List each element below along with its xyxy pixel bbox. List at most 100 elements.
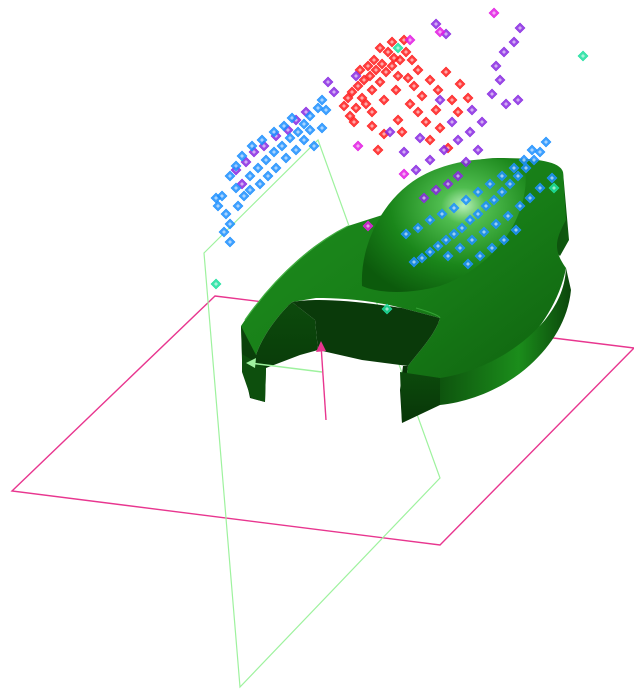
diamond-point-icon [442,250,454,262]
diamond-point-icon [434,122,446,134]
diamond-point-icon [292,126,304,138]
diamond-point-icon [462,92,474,104]
diamond-point-icon [304,110,316,122]
diamond-point-icon [406,54,418,66]
diamond-point-icon [342,92,354,104]
diamond-point-icon [362,220,374,232]
diamond-point-icon [308,140,320,152]
diamond-point-icon [224,218,236,230]
diamond-point-icon [392,42,404,54]
diamond-point-icon [394,54,406,66]
part-left-lip [242,354,266,402]
diamond-point-icon [514,200,526,212]
diamond-point-icon [452,134,464,146]
diamond-point-icon [432,240,444,252]
diamond-point-icon [260,154,272,166]
diamond-point-icon [456,222,468,234]
diamond-point-icon [494,74,506,86]
diamond-point-icon [488,194,500,206]
diamond-point-icon [512,94,524,106]
diamond-point-icon [268,146,280,158]
diamond-point-icon [486,88,498,100]
diamond-point-icon [362,60,374,72]
diamond-point-icon [374,76,386,88]
diamond-point-icon [386,36,398,48]
diamond-point-icon [460,156,472,168]
diamond-point-icon [577,50,589,62]
diamond-point-icon [256,134,268,146]
diamond-point-icon [476,116,488,128]
diamond-point-icon [348,116,360,128]
diamond-point-icon [290,144,302,156]
diamond-point-icon [466,104,478,116]
diamond-point-icon [508,162,520,174]
point-cloud[interactable] [210,7,589,315]
diamond-point-icon [352,140,364,152]
diamond-point-icon [478,226,490,238]
diamond-point-icon [410,164,422,176]
diamond-point-icon [472,208,484,220]
diamond-point-icon [366,106,378,118]
diamond-point-icon [548,182,560,194]
diamond-point-icon [424,246,436,258]
diamond-point-icon [524,192,536,204]
diamond-point-icon [381,303,393,315]
diamond-point-icon [270,130,282,142]
diamond-point-icon [496,170,508,182]
diamond-point-icon [378,94,390,106]
diamond-point-icon [488,7,500,19]
diamond-point-icon [432,84,444,96]
diamond-point-icon [322,76,334,88]
diamond-point-icon [382,46,394,58]
diamond-point-icon [224,170,236,182]
diamond-point-icon [372,144,384,156]
diamond-point-icon [244,170,256,182]
diamond-point-icon [464,126,476,138]
diamond-point-icon [438,144,450,156]
diamond-point-icon [238,190,250,202]
diamond-point-icon [416,90,428,102]
diamond-point-icon [402,72,414,84]
machined-part[interactable] [241,158,571,423]
diamond-point-icon [220,208,232,220]
diamond-point-icon [480,200,492,212]
diamond-point-icon [374,42,386,54]
diamond-point-icon [404,98,416,110]
diamond-point-icon [434,26,446,38]
diamond-point-icon [472,144,484,156]
part-slot-edge [415,307,441,319]
part-front-block [400,372,440,423]
diamond-point-icon [424,134,436,146]
diamond-point-icon [414,132,426,144]
diamond-point-icon [210,192,222,204]
diamond-point-icon [514,22,526,34]
diamond-point-icon [446,94,458,106]
diamond-point-icon [398,146,410,158]
diamond-point-icon [448,202,460,214]
diamond-point-icon [472,186,484,198]
diamond-point-icon [210,278,222,290]
diamond-point-icon [390,84,402,96]
diamond-point-icon [252,162,264,174]
section-plane[interactable] [203,138,441,689]
diamond-point-icon [518,154,530,166]
diamond-point-icon [416,252,428,264]
axis-triad[interactable] [246,341,327,421]
diamond-point-icon [366,120,378,132]
diamond-point-icon [520,162,532,174]
diamond-point-icon [236,150,248,162]
diamond-point-icon [430,104,442,116]
diamond-point-icon [246,140,258,152]
diamond-point-icon [440,234,452,246]
diamond-point-icon [298,118,310,130]
diamond-point-icon [316,94,328,106]
diamond-point-icon [540,136,552,148]
diamond-point-icon [358,74,370,86]
diamond-point-icon [412,106,424,118]
diamond-point-icon [360,98,372,110]
diamond-point-icon [424,74,436,86]
diamond-point-icon [400,228,412,240]
diamond-point-icon [474,250,486,262]
